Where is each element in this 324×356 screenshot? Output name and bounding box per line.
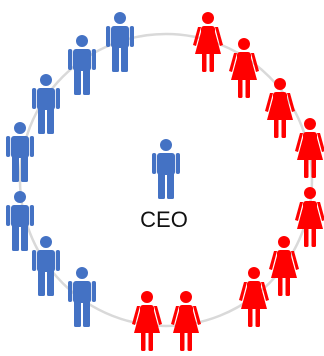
people-layer (6, 12, 324, 351)
person-female-icon (171, 291, 201, 351)
person-male-icon (6, 191, 34, 251)
person-female-icon (239, 267, 269, 327)
person-female-icon (193, 12, 223, 72)
person-female-icon (295, 118, 324, 178)
ceo-label: CEO (140, 207, 188, 232)
person-male-icon (106, 12, 134, 72)
person-female-icon (132, 291, 162, 351)
person-male-icon (68, 267, 96, 327)
person-male-icon (32, 74, 60, 134)
person-female-icon (269, 236, 299, 296)
person-male-icon (32, 236, 60, 296)
person-male-icon (6, 122, 34, 182)
employee-ring (18, 32, 314, 328)
person-female-icon (265, 78, 295, 138)
person-male-icon (68, 35, 96, 95)
ceo-male-icon (152, 139, 180, 199)
person-female-icon (295, 187, 324, 247)
person-female-icon (229, 38, 259, 98)
